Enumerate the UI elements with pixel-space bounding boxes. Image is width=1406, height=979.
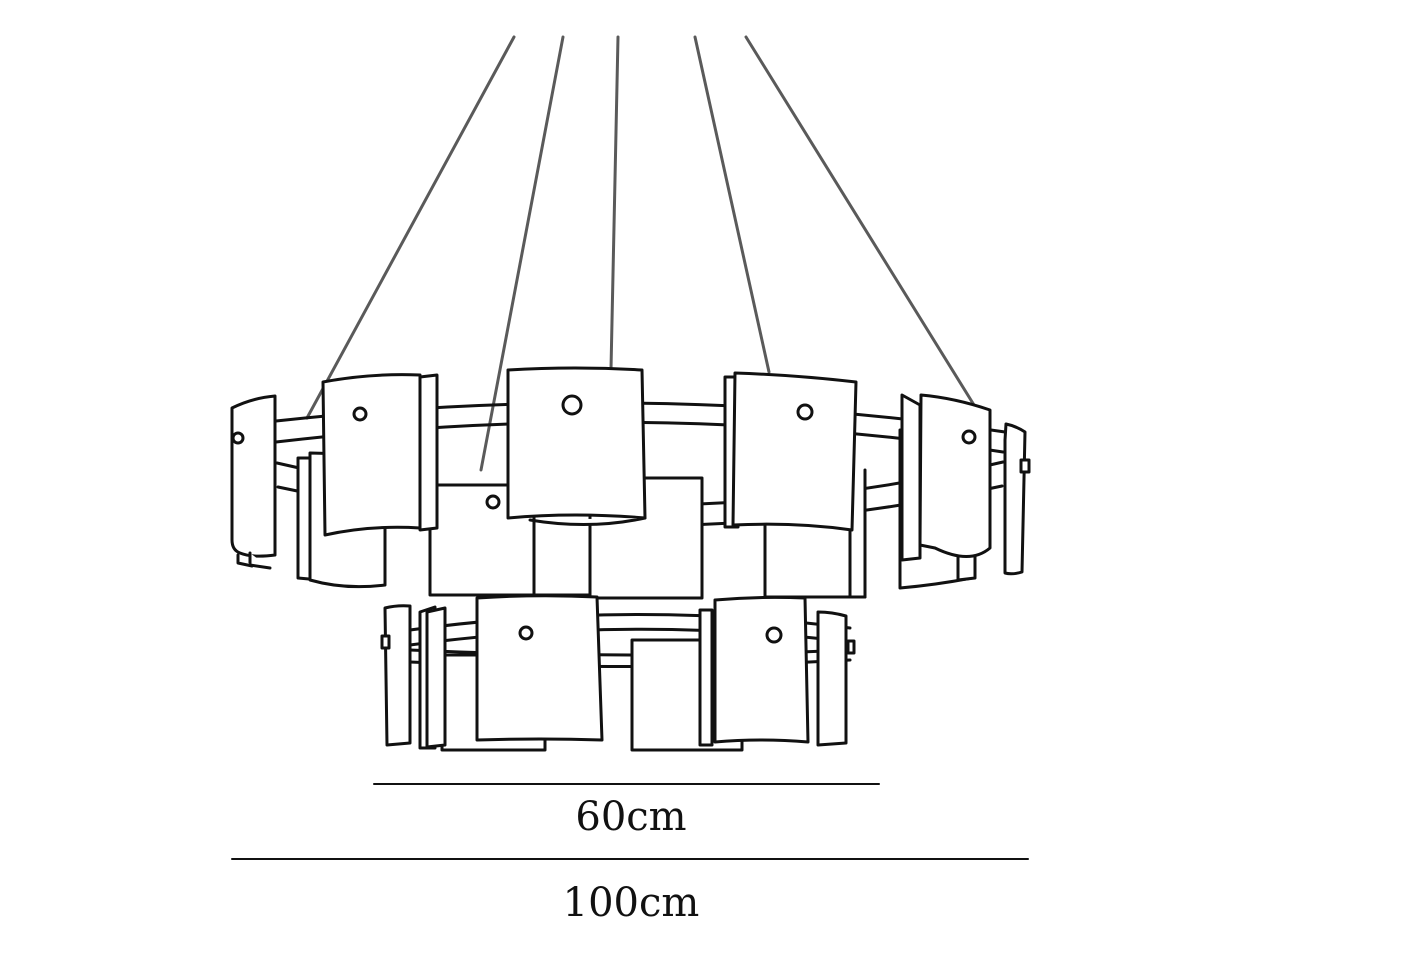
- fixing-clip: [846, 639, 856, 655]
- fixing-dot: [352, 406, 368, 422]
- fixing-dot: [561, 394, 583, 416]
- glass-panel-right-edge: [816, 610, 848, 747]
- glass-panel-center: [506, 366, 647, 520]
- fixing-dot: [231, 431, 245, 445]
- glass-panel: [475, 594, 604, 742]
- glass-panel-left-edge: [383, 604, 412, 747]
- rear-panel: [425, 606, 447, 749]
- fixing-clip: [380, 634, 391, 650]
- cable-3: [609, 35, 620, 371]
- cable-4: [693, 35, 771, 374]
- cable-1: [305, 35, 516, 420]
- panel-hook: [236, 553, 254, 568]
- glass-panel-left-edge: [230, 394, 277, 558]
- suspension-cables: [305, 35, 976, 472]
- panel-bottom-curve: [528, 516, 647, 527]
- dimension-label-large: 100cm: [562, 880, 700, 926]
- fixing-dot: [765, 626, 783, 644]
- rear-panel: [956, 553, 977, 582]
- glass-panel: [713, 595, 810, 744]
- upper-tier-front-panels: [230, 366, 1027, 576]
- fixing-dot: [518, 625, 534, 641]
- fixing-dot: [485, 494, 501, 510]
- glass-panel: [918, 393, 992, 558]
- rear-panel: [900, 393, 922, 562]
- glass-panel: [321, 373, 422, 537]
- upper-tier-fixings: [231, 394, 1031, 510]
- fixing-clip: [1019, 458, 1031, 474]
- rear-panel: [418, 373, 439, 532]
- lower-tier-fixings: [380, 625, 856, 655]
- glass-panel-right-edge: [1003, 422, 1027, 576]
- cable-5: [744, 35, 976, 407]
- rear-panel: [698, 608, 714, 747]
- glass-panel: [731, 371, 858, 532]
- dimension-label-small: 60cm: [575, 794, 687, 840]
- lower-tier-front-panels: [383, 594, 848, 747]
- fixing-dot: [796, 403, 814, 421]
- cable-2: [479, 35, 565, 472]
- fixing-dot: [961, 429, 977, 445]
